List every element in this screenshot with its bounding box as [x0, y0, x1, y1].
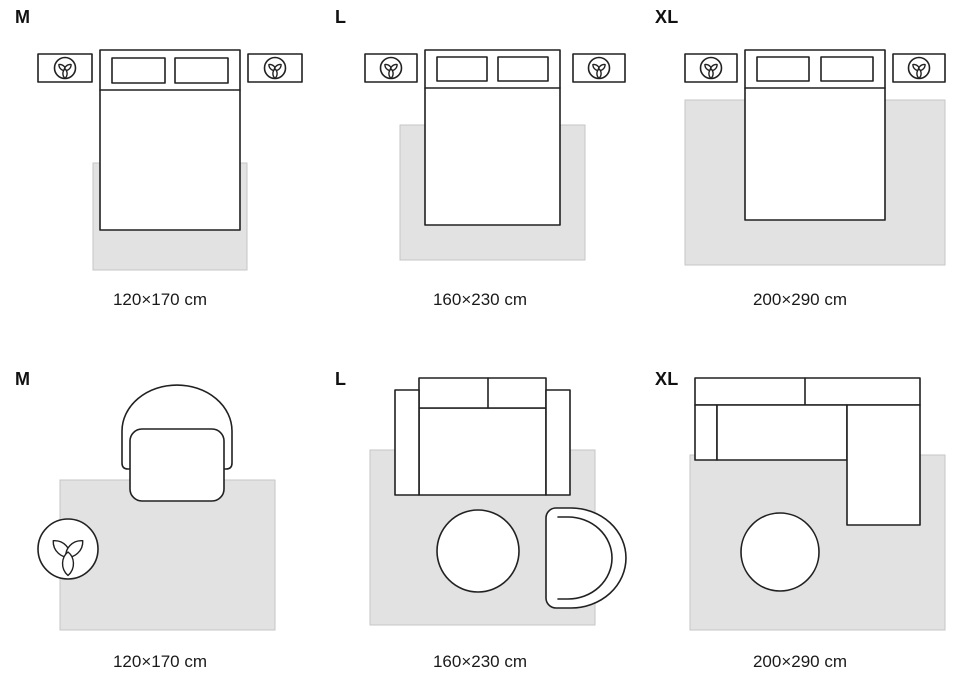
bed: [424, 49, 561, 226]
pillow: [820, 56, 874, 82]
corner-sofa: [694, 377, 921, 526]
panel-bedroom-l: L 160×230 cm: [320, 0, 640, 345]
pillow: [756, 56, 810, 82]
size-caption: 200×290 cm: [752, 290, 848, 309]
sofa-back: [418, 377, 547, 409]
nightstand: [37, 53, 93, 83]
plant-icon: [52, 540, 84, 577]
panel-bedroom-xl: XL 200×290 cm: [640, 0, 960, 345]
bed: [99, 49, 241, 231]
bed: [744, 49, 886, 221]
plant-icon: [268, 63, 282, 79]
panel-living-l: L 160×230 cm: [320, 345, 640, 690]
sofa: [394, 377, 571, 496]
living-m-diagram: [37, 384, 276, 631]
nightstand: [247, 53, 303, 83]
side-chair: [545, 507, 627, 609]
plant-icon: [704, 63, 718, 79]
nightstand: [892, 53, 946, 83]
plant-icon: [58, 63, 72, 79]
panel-label: M: [15, 7, 31, 27]
sofa-chaise: [846, 404, 921, 526]
panel-label: XL: [655, 7, 679, 27]
armchair: [121, 384, 233, 502]
panel-bedroom-m: M 120×170 cm: [0, 0, 320, 345]
size-caption: 120×170 cm: [112, 652, 208, 671]
plant-icon: [592, 63, 606, 79]
living-l-diagram: [369, 377, 627, 626]
nightstand: [684, 53, 738, 83]
size-caption: 160×230 cm: [432, 290, 528, 309]
sofa-arm: [694, 404, 718, 461]
panel-label: L: [335, 369, 347, 389]
nightstand: [572, 53, 626, 83]
panel-living-xl: XL 200×290 cm: [640, 345, 960, 690]
sofa-back: [694, 377, 921, 406]
panel-label: M: [15, 369, 31, 389]
nightstand: [364, 53, 418, 83]
potted-plant: [37, 518, 99, 580]
size-caption: 160×230 cm: [432, 652, 528, 671]
panel-living-m: M 120×170 cm: [0, 345, 320, 690]
pillow: [497, 56, 549, 82]
panel-label: L: [335, 7, 347, 27]
plant-icon: [384, 63, 398, 79]
plant-icon: [912, 63, 926, 79]
panel-label: XL: [655, 369, 679, 389]
sofa-seat: [418, 407, 547, 496]
size-caption: 120×170 cm: [112, 290, 208, 309]
round-table: [436, 509, 520, 593]
living-xl-diagram: [689, 377, 946, 631]
sofa-arm: [545, 389, 571, 496]
pillow: [111, 57, 166, 84]
size-caption: 200×290 cm: [752, 652, 848, 671]
round-table: [740, 512, 820, 592]
bedroom-xl-diagram: [684, 49, 946, 266]
sofa-seat: [716, 404, 848, 461]
bedroom-l-diagram: [364, 49, 626, 261]
pillow: [436, 56, 488, 82]
sofa-arm: [394, 389, 420, 496]
pillow: [174, 57, 229, 84]
bedroom-m-diagram: [37, 49, 303, 271]
